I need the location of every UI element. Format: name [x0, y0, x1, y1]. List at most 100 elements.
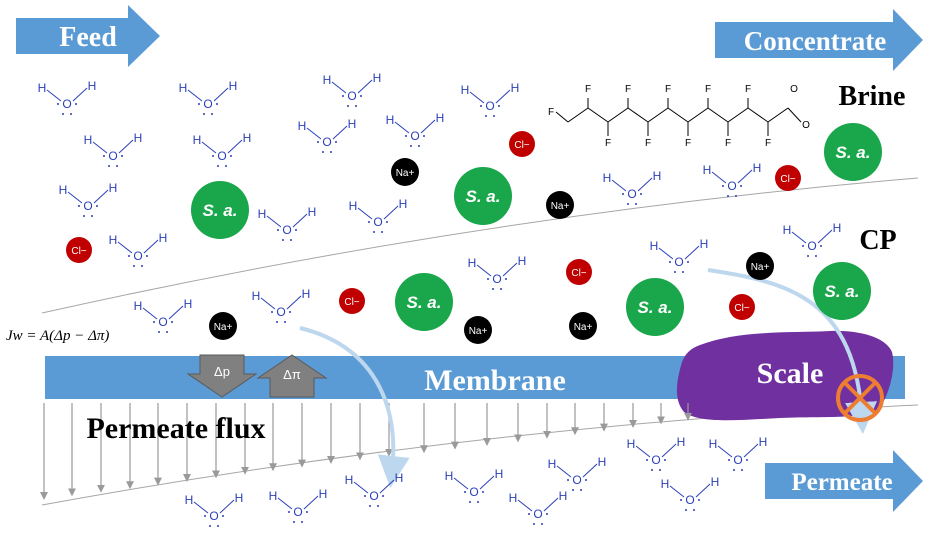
- hydrogen-atom: H: [323, 73, 332, 87]
- brine-label: Brine: [839, 81, 906, 112]
- lone-pair-dot: [500, 288, 502, 290]
- lone-pair-dot: [322, 151, 324, 153]
- bond-line: [420, 119, 436, 134]
- bond-line: [717, 445, 733, 458]
- lone-pair-dot: [815, 255, 817, 257]
- lone-pair-dot: [355, 105, 357, 107]
- lone-pair-dot: [646, 459, 648, 461]
- sodium-ion-circle: [569, 312, 597, 340]
- lone-pair-dot: [482, 491, 484, 493]
- oxygen-atom: O: [108, 149, 117, 163]
- bond-line: [611, 179, 627, 192]
- bond-line: [637, 177, 653, 192]
- hydrogen-atom: H: [436, 111, 445, 125]
- sodium-ion-label: Na+: [214, 322, 233, 333]
- sodium-ion: Na+: [391, 158, 419, 186]
- lone-pair-dot: [347, 105, 349, 107]
- sodium-ion: Na+: [464, 316, 492, 344]
- lone-pair-dot: [733, 469, 735, 471]
- lone-pair-dot: [386, 221, 388, 223]
- hydrogen-atom: H: [84, 133, 93, 147]
- lone-pair-dot: [78, 205, 80, 207]
- bacteria-cell: S. a.: [813, 262, 871, 320]
- bond-line: [453, 477, 469, 490]
- bacteria-circle: [395, 273, 453, 331]
- lone-pair-dot: [382, 495, 384, 497]
- lone-pair-dot: [498, 105, 500, 107]
- bond-line: [517, 499, 533, 512]
- lone-pair-dot: [330, 151, 332, 153]
- permeate-arrow-icon: Permeate: [765, 450, 923, 512]
- chloride-ion-circle: [509, 131, 535, 157]
- lone-pair-dot: [580, 489, 582, 491]
- sodium-ion-circle: [391, 158, 419, 186]
- chloride-ion-circle: [66, 237, 92, 263]
- hydrogen-atom: H: [461, 83, 470, 97]
- lone-pair-dot: [75, 103, 77, 105]
- lone-pair-dot: [271, 311, 273, 313]
- lone-pair-dot: [669, 261, 671, 263]
- lone-pair-dot: [640, 193, 642, 195]
- lone-pair-dot: [282, 239, 284, 241]
- lone-pair-dot: [505, 278, 507, 280]
- chloride-ion: Cl−: [729, 294, 755, 320]
- hydrogen-atom: H: [193, 133, 202, 147]
- lone-pair-dot: [493, 115, 495, 117]
- chloride-ion-label: Cl−: [514, 140, 529, 151]
- bond-line: [332, 125, 348, 140]
- lone-pair-dot: [368, 221, 370, 223]
- bacteria-label: S. a.: [825, 282, 860, 301]
- oxygen-atom: O: [485, 99, 494, 113]
- bacteria-label: S. a.: [407, 293, 442, 312]
- lone-pair-dot: [103, 155, 105, 157]
- chloride-ion: Cl−: [509, 131, 535, 157]
- lone-pair-dot: [216, 103, 218, 105]
- lone-pair-dot: [381, 231, 383, 233]
- blocked-flow-icon: [836, 374, 884, 422]
- bond-line: [331, 81, 347, 94]
- lone-pair-dot: [480, 105, 482, 107]
- lone-pair-dot: [133, 265, 135, 267]
- hydrogen-atom: H: [235, 491, 244, 505]
- bond-line: [635, 445, 651, 458]
- lone-pair-dot: [277, 229, 279, 231]
- sodium-ion-label: Na+: [469, 326, 488, 337]
- hydrogen-atom: H: [269, 489, 278, 503]
- lone-pair-dot: [70, 113, 72, 115]
- hydrogen-atom: H: [349, 199, 358, 213]
- delta-p-label: Δp: [214, 364, 230, 379]
- chloride-ion-label: Cl−: [571, 268, 586, 279]
- fluorine-atom: F: [725, 138, 731, 149]
- fluorine-atom: F: [665, 84, 671, 95]
- lone-pair-dot: [141, 265, 143, 267]
- feed-arrow-icon: Feed: [16, 5, 160, 67]
- lone-pair-dot: [541, 523, 543, 525]
- hydrogen-atom: H: [603, 171, 612, 185]
- bond-line: [502, 262, 518, 277]
- bond-line: [379, 479, 395, 494]
- pfas-bond: [555, 111, 569, 123]
- fluorine-atom: F: [585, 84, 591, 95]
- oxygen-atom: O: [133, 249, 142, 263]
- sodium-ion: Na+: [209, 312, 237, 340]
- hydrogen-atom: H: [252, 289, 261, 303]
- hydrogen-atom: H: [373, 71, 382, 85]
- bond-line: [277, 497, 293, 510]
- fluorine-atom: F: [625, 84, 631, 95]
- chloride-ion-label: Cl−: [71, 246, 86, 257]
- lone-pair-dot: [546, 513, 548, 515]
- lone-pair-dot: [146, 255, 148, 257]
- bond-line: [791, 231, 807, 244]
- oxygen-atom: O: [209, 509, 218, 523]
- oxygen-atom: O: [369, 489, 378, 503]
- fluorine-atom: F: [605, 138, 611, 149]
- hydrogen-atom: H: [179, 81, 188, 95]
- bond-line: [72, 87, 88, 102]
- lone-pair-dot: [802, 245, 804, 247]
- bacteria-cell: S. a.: [395, 273, 453, 331]
- bond-line: [67, 191, 83, 204]
- lone-pair-dot: [211, 113, 213, 115]
